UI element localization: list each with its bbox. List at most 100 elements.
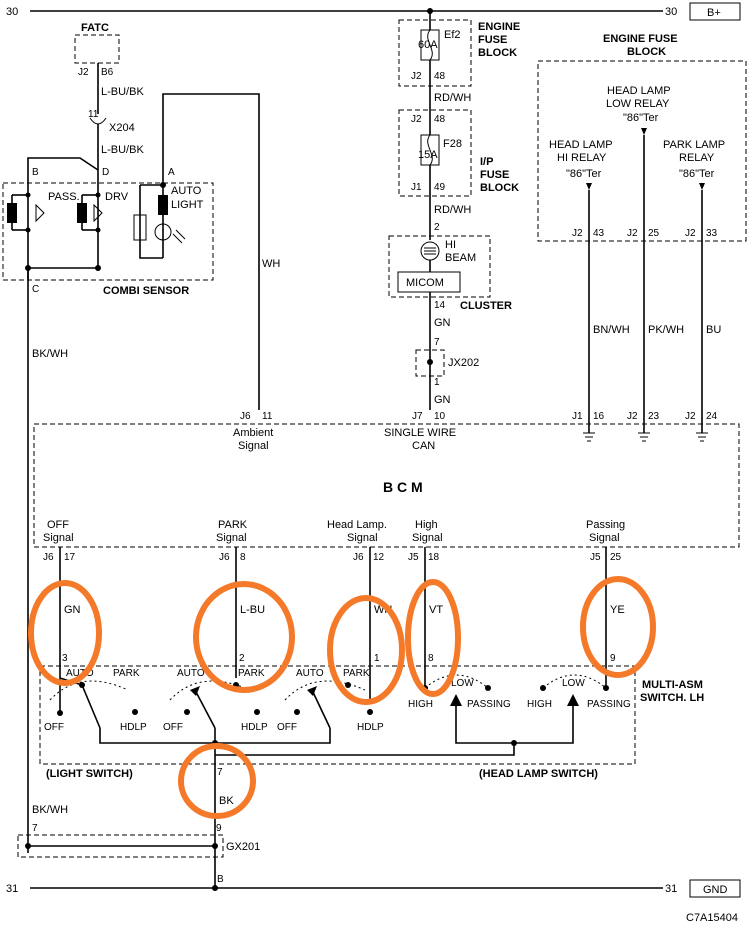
light-label: LIGHT [171,199,204,211]
off-pin: 17 [64,552,76,563]
head-conn: J6 [353,552,364,563]
gnd-tag-box [689,879,741,898]
head-lamp-switch-label: (HEAD LAMP SWITCH) [479,768,598,780]
pass-label: PASS. [48,191,80,203]
hi-relay-line2: HI RELAY [557,152,607,164]
auto-light-sensor-icon [154,223,172,241]
jx202-label: JX202 [448,357,479,369]
bnwh-wire: BN/WH [593,324,630,336]
highlight-gn-wire [28,580,102,686]
f28-amp: 15A [418,149,438,161]
hl2-passing: PASSING [587,699,631,710]
f28-conn-bottom: J1 [411,182,422,193]
bcm-swc-line1: SINGLE WIRE [384,427,456,439]
switch-pin3: 3 [62,653,68,664]
x204-pin: 11 [88,109,99,120]
head-lamp-switch: LOW HIGH PASSING LOW HIGH PASSING (HEAD … [215,674,631,780]
cluster-module: HI BEAM MICOM CLUSTER 14 GN 7 JX202 1 GN [388,235,512,410]
low-relay-conn: J2 [627,228,638,239]
park-relay-line2: RELAY [679,152,715,164]
high-pin: 18 [428,552,440,563]
wh-wire-label: WH [262,258,280,270]
fatc-pin-num: B6 [101,67,114,78]
cluster-box [388,235,491,298]
off-conn: J6 [43,552,54,563]
gx201-box [17,834,224,858]
bcm-j2-23-conn: J2 [627,411,638,422]
fatc-pin-conn: J2 [78,67,89,78]
bcm-amb-line2: Signal [238,440,269,452]
hl2-low: LOW [562,678,585,689]
bcm-swc-pin: 10 [434,411,446,422]
sw1-hdlp: HDLP [120,722,147,733]
hl2-high: HIGH [527,699,552,710]
light-switch-group-2: AUTO PARK OFF HDLP [163,668,268,733]
sw3-hdlp: HDLP [357,722,384,733]
vt-signal-wire: VT [429,604,443,616]
auto-light-resistor [158,195,168,215]
fatc-module: FATC J2 B6 L-BU/BK 11 X204 L-BU/BK [74,22,144,170]
pass-conn: J5 [590,552,601,563]
bcm-j2-24-conn: J2 [685,411,696,422]
gn-signal-wire: GN [64,604,81,616]
low-relay-pin: 25 [648,228,660,239]
gn-wire2: GN [434,394,451,406]
low-relay-line1: HEAD LAMP [607,85,671,97]
lbu-signal-wire: L-BU [240,604,265,616]
sw1-auto: AUTO [66,668,94,679]
sw2-park: PARK [238,668,265,679]
sw3-off: OFF [277,722,297,733]
high-signal-line2: Signal [412,532,443,544]
park-relay-conn: J2 [685,228,696,239]
high-signal-line1: High [415,519,438,531]
off-signal-line2: Signal [43,532,74,544]
highlight-annotations [28,576,656,819]
rdwh-wire2: RD/WH [434,204,471,216]
hl1-contact-arrow-icon [450,694,462,706]
auto-label: AUTO [171,185,202,197]
jx202-box [415,349,445,377]
highlight-bk-wire [178,743,256,819]
drv-photodiode-icon [93,203,103,223]
bk-wire: BK [219,795,234,807]
cluster-pin2: 2 [434,222,440,233]
head-pin: 12 [373,552,385,563]
switch-pin9: 9 [610,653,616,664]
sw3-auto: AUTO [296,668,324,679]
low-relay-line2: LOW RELAY [606,98,670,110]
hl1-passing: PASSING [467,699,511,710]
bplus-rail: 30 30 B+ [6,2,741,21]
switch-signal-wires: GN L-BU WH VT YE [59,547,625,700]
ip-fuse-line1: I/P [480,156,493,168]
switch-pin2: 2 [239,653,245,664]
switch-title-line2: SWITCH. LH [640,692,704,704]
combi-pin-b: B [32,167,39,178]
gx201-pin9: 9 [216,823,222,834]
bcm-j2-23-pin: 23 [648,411,660,422]
highlight-vt-wire [405,579,461,697]
ye-signal-wire: YE [610,604,625,616]
park-signal-line2: Signal [216,532,247,544]
park-relay-line3: "86"Ter [679,168,715,180]
fatc-label: FATC [81,22,109,34]
bcm-j1-16-conn: J1 [572,411,583,422]
low-relay-line3: "86"Ter [623,112,659,124]
hl2-contact-arrow-icon [567,694,579,706]
cluster-title: CLUSTER [460,300,512,312]
bplus-tag-box [689,2,741,21]
micom-box [397,271,461,293]
pass-pin: 25 [610,552,622,563]
jx202-pin7: 7 [434,337,440,348]
fatc-wire-color: L-BU/BK [101,86,144,98]
hl1-low: LOW [451,678,474,689]
gnd-tag: GND [703,884,728,896]
bu-wire: BU [706,324,721,336]
hi-relay-line1: HEAD LAMP [549,139,613,151]
pkwh-wire: PK/WH [648,324,684,336]
gn-wire1: GN [434,317,451,329]
combi-sensor-box [2,182,214,281]
sw2-auto: AUTO [177,668,205,679]
f28-pin-bottom: 49 [434,182,446,193]
bcm-amb-conn: J6 [240,411,251,422]
fatc-box [74,34,120,64]
